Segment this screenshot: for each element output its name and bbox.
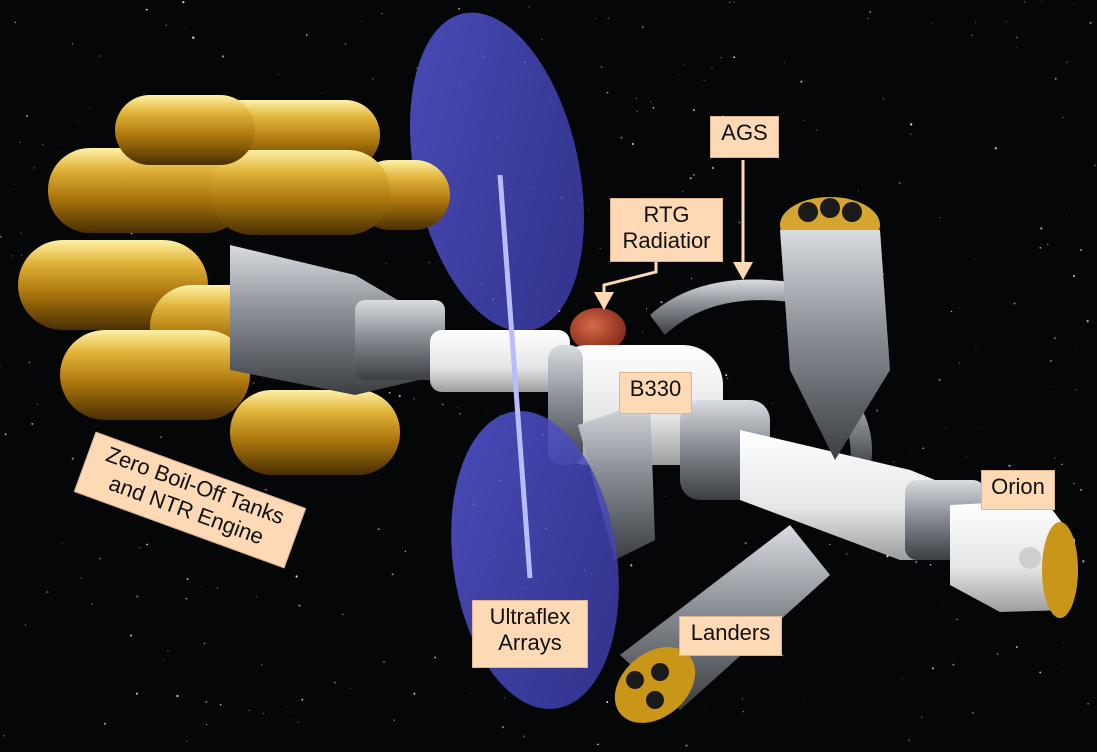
label-orion: Orion (981, 470, 1055, 510)
label-b330: B330 (619, 372, 692, 414)
orion-capsule (905, 480, 1078, 618)
label-ags: AGS (710, 116, 779, 158)
rtg-radiator (570, 308, 626, 352)
label-landers: Landers (679, 616, 782, 656)
callout-arrows (594, 160, 753, 310)
ags-lander (780, 197, 890, 460)
main-truss (430, 330, 570, 392)
zero-boil-off-tanks (18, 95, 450, 475)
ultraflex-array-upper (410, 12, 584, 332)
ntr-engine (230, 245, 445, 395)
label-rtg-radiator: RTG Radiatior (610, 198, 723, 262)
array-boom (497, 174, 533, 579)
label-ultraflex-arrays: Ultraflex Arrays (472, 600, 588, 668)
